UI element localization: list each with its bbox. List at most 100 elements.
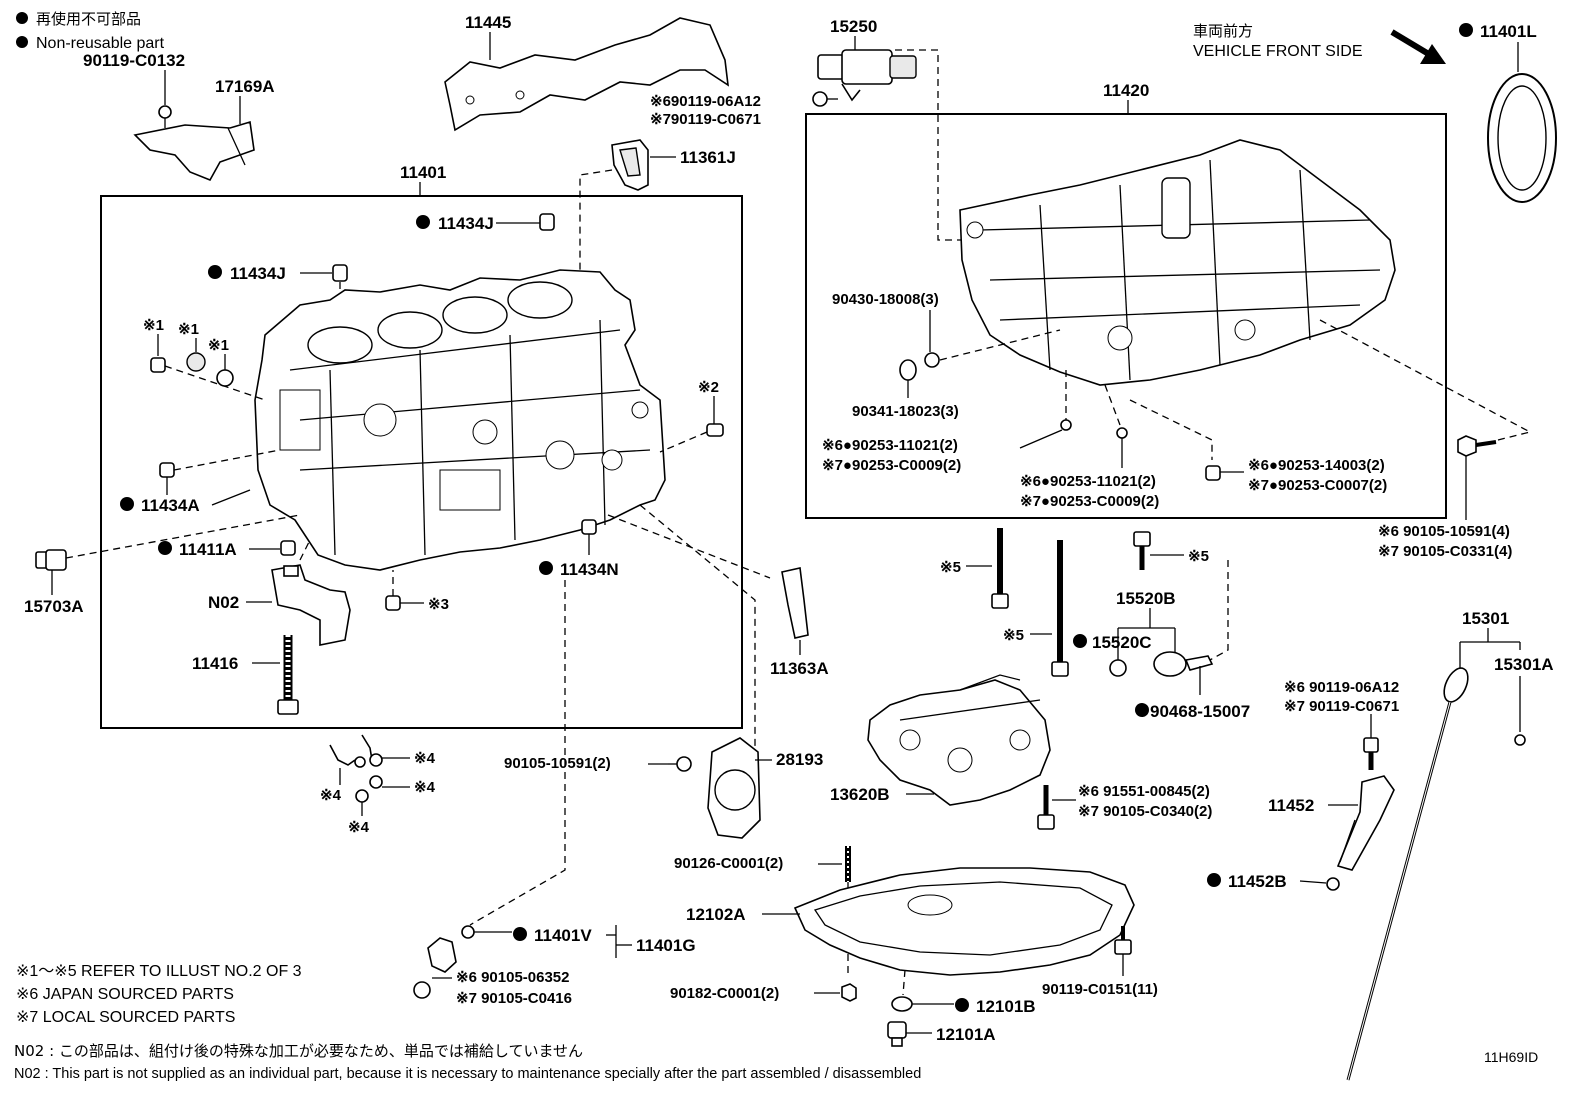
bolt-ref5-c[interactable] xyxy=(1133,531,1151,570)
plug-90341[interactable] xyxy=(899,359,917,381)
label-90430-18008[interactable]: 90430-18008(3) xyxy=(832,291,939,308)
label-11445[interactable]: 11445 xyxy=(465,13,511,32)
label-12102a[interactable]: 12102A xyxy=(686,905,746,924)
oil-jet-ref4[interactable] xyxy=(329,734,383,803)
label-12101a[interactable]: 12101A xyxy=(936,1025,996,1044)
bolt-ref5-b[interactable] xyxy=(1051,540,1069,677)
balance-shaft-assembly-13620b[interactable] xyxy=(867,674,1051,806)
o-ring-90253-b[interactable] xyxy=(1116,427,1128,439)
plug-11401v[interactable] xyxy=(461,925,475,939)
label-11434a[interactable]: 11434A xyxy=(141,496,200,515)
label-6-90105-06352[interactable]: ※6 90105-06352 xyxy=(456,969,570,986)
plug-11434n[interactable] xyxy=(581,519,597,535)
label-90468-15007[interactable]: 90468-15007 xyxy=(1150,702,1250,721)
gasket-12101b[interactable] xyxy=(891,996,913,1012)
oil-pan-12102a[interactable] xyxy=(793,867,1135,976)
bolt-ref5-a[interactable] xyxy=(991,528,1009,609)
oil-strainer-15520b[interactable] xyxy=(1153,651,1214,677)
nut-90182-c0001[interactable] xyxy=(841,983,857,1002)
label-n02[interactable]: N02 xyxy=(208,593,239,612)
label-90182-c0001[interactable]: 90182-C0001(2) xyxy=(670,985,779,1002)
label-11434n[interactable]: 11434N xyxy=(560,560,619,579)
label-15520c[interactable]: 15520C xyxy=(1092,633,1152,652)
label-11434j-left[interactable]: 11434J xyxy=(230,264,286,283)
label-90126-c0001[interactable]: 90126-C0001(2) xyxy=(674,855,783,872)
bolt-91551-00845[interactable] xyxy=(1037,785,1055,830)
oil-pan-upper-11420[interactable] xyxy=(959,139,1396,386)
seal-11363a[interactable] xyxy=(781,567,809,639)
label-11401l[interactable]: 11401L xyxy=(1480,22,1537,41)
plug-11434j[interactable] xyxy=(332,264,348,282)
label-6-90253-14003[interactable]: ※6●90253-14003(2) xyxy=(1248,457,1385,474)
frame-label-block[interactable]: 11401 xyxy=(400,163,446,182)
label-11434j-top[interactable]: 11434J xyxy=(438,214,494,233)
dowel-pin-ref2[interactable] xyxy=(706,423,724,437)
label-13620b[interactable]: 13620B xyxy=(830,785,890,804)
label-15301[interactable]: 15301 xyxy=(1462,609,1509,628)
label-7-90105-c0340[interactable]: ※7 90105-C0340(2) xyxy=(1078,803,1212,820)
label-11416[interactable]: 11416 xyxy=(192,654,238,673)
label-11401v[interactable]: 11401V xyxy=(534,926,592,945)
o-ring-ref1[interactable] xyxy=(216,369,234,387)
label-15301a[interactable]: 15301A xyxy=(1494,655,1554,674)
bolt-90105-10591-4[interactable] xyxy=(1457,435,1497,457)
seal-11361j[interactable] xyxy=(611,139,649,191)
label-6-91551-00845[interactable]: ※6 91551-00845(2) xyxy=(1078,783,1210,800)
label-11452[interactable]: 11452 xyxy=(1268,796,1314,815)
label-90341-18023[interactable]: 90341-18023(3) xyxy=(852,403,959,420)
label-11401g[interactable]: 11401G xyxy=(636,936,696,955)
label-15703a[interactable]: 15703A xyxy=(24,597,84,616)
label-11361j[interactable]: 11361J xyxy=(680,148,736,167)
label-11363a[interactable]: 11363A xyxy=(770,659,829,678)
label-12101b[interactable]: 12101B xyxy=(976,997,1036,1016)
label-90119-c0151[interactable]: 90119-C0151(11) xyxy=(1042,981,1158,998)
label-7-90119-c0671[interactable]: ※7 90119-C0671 xyxy=(1284,698,1399,715)
pin-90253-14003[interactable] xyxy=(1205,465,1221,481)
label-15250[interactable]: 15250 xyxy=(830,17,877,36)
label-11411a[interactable]: 11411A xyxy=(179,540,237,559)
label-6-90253-11021-a[interactable]: ※6●90253-11021(2) xyxy=(822,437,958,454)
bracket-17169a[interactable] xyxy=(133,120,255,182)
o-ring-15301a[interactable] xyxy=(1514,734,1526,746)
drain-plug-12101a[interactable] xyxy=(887,1021,907,1047)
plug-11434a[interactable] xyxy=(159,462,175,478)
label-7-90253-c0007[interactable]: ※7●90253-C0007(2) xyxy=(1248,477,1387,494)
seal-ring-ref1[interactable] xyxy=(186,352,206,372)
o-ring-15520c[interactable] xyxy=(1109,659,1127,677)
label-790119-c0671[interactable]: ※790119-C0671 xyxy=(650,111,761,128)
bolt-90119-c0151[interactable] xyxy=(1114,926,1132,955)
label-28193[interactable]: 28193 xyxy=(776,750,823,769)
label-17169a[interactable]: 17169A xyxy=(215,77,275,96)
plug-11434j[interactable] xyxy=(539,213,555,231)
bolt-90119-06a12[interactable] xyxy=(812,91,838,107)
label-7-90105-c0416[interactable]: ※7 90105-C0416 xyxy=(456,990,572,1007)
oil-seal-11401l[interactable] xyxy=(1487,73,1557,203)
dowel-ref3[interactable] xyxy=(385,595,401,611)
label-15520b[interactable]: 15520B xyxy=(1116,589,1176,608)
label-90119-c0132[interactable]: 90119-C0132 xyxy=(83,51,185,70)
oil-level-gauge-guide-11452[interactable] xyxy=(1336,775,1395,871)
label-7-90105-c0331-4[interactable]: ※7 90105-C0331(4) xyxy=(1378,543,1512,560)
label-6-90119-06a12[interactable]: ※6 90119-06A12 xyxy=(1284,679,1399,696)
cylinder-block-assembly[interactable] xyxy=(254,269,666,571)
oil-level-gauge-15301[interactable] xyxy=(1346,664,1473,1081)
bolt-90119-06a12-guide[interactable] xyxy=(1363,737,1379,770)
label-11452b[interactable]: 11452B xyxy=(1228,872,1287,891)
o-ring-11452b[interactable] xyxy=(1326,877,1340,891)
timing-chain-cover-11445[interactable] xyxy=(444,17,729,132)
label-690119-06a12[interactable]: ※690119-06A12 xyxy=(650,93,761,110)
label-6-90105-10591-4[interactable]: ※6 90105-10591(4) xyxy=(1378,523,1510,540)
oil-control-valve-15250[interactable] xyxy=(817,49,917,102)
dowel-11411a[interactable] xyxy=(280,540,296,556)
label-7-90253-c0009-a[interactable]: ※7●90253-C0009(2) xyxy=(822,457,961,474)
label-7-90253-c0009-b[interactable]: ※7●90253-C0009(2) xyxy=(1020,493,1159,510)
bolt-90119-c0132[interactable] xyxy=(158,105,172,128)
gasket-28193[interactable] xyxy=(707,737,761,839)
frame-label-oil-pan-upper[interactable]: 11420 xyxy=(1103,81,1149,100)
o-ring-90253-a[interactable] xyxy=(1060,419,1072,431)
dowel-pin-ref1[interactable] xyxy=(150,357,166,373)
label-6-90253-11021-b[interactable]: ※6●90253-11021(2) xyxy=(1020,473,1156,490)
bearing-cap-n02[interactable] xyxy=(271,564,351,646)
gasket-90430[interactable] xyxy=(924,352,940,368)
plug-15703a[interactable] xyxy=(35,549,67,571)
